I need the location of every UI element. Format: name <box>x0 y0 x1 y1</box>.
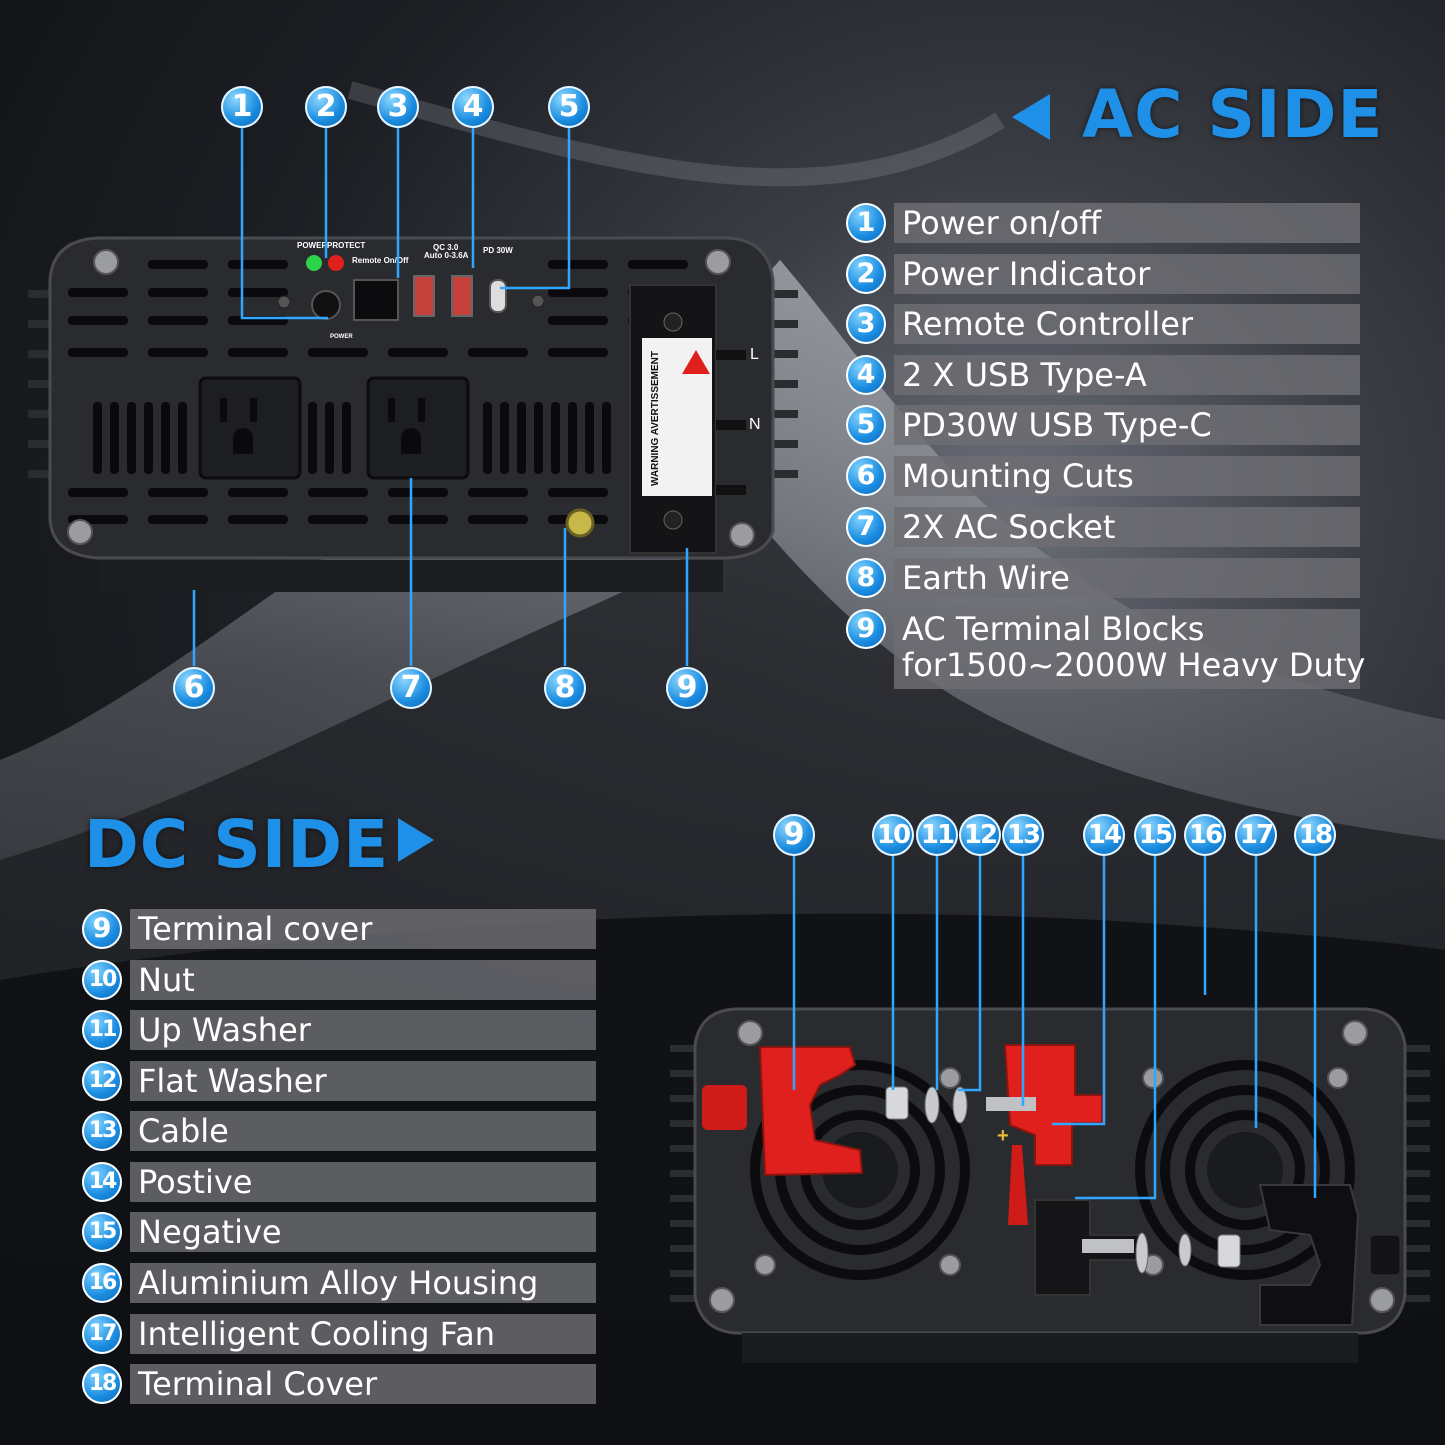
callout-9-ac: 9 <box>666 667 708 709</box>
item-label: PD30W USB Type-C <box>902 406 1212 444</box>
dc-side-inverter-panel <box>670 1007 1430 1363</box>
item-label: Flat Washer <box>138 1062 327 1100</box>
item-number: 15 <box>82 1212 122 1252</box>
item-number: 3 <box>846 304 886 344</box>
item-number: 14 <box>82 1162 122 1202</box>
item-label: 2X AC Socket <box>902 508 1116 546</box>
callout-6: 6 <box>173 667 215 709</box>
item-number: 18 <box>82 1364 122 1404</box>
item-label: Negative <box>138 1213 282 1251</box>
item-number: 4 <box>846 355 886 395</box>
panel-pd-label: PD 30W <box>483 246 513 255</box>
item-label: Aluminium Alloy Housing <box>138 1264 539 1302</box>
callout-17: 17 <box>1235 814 1277 856</box>
callout-3: 3 <box>377 86 419 128</box>
item-number: 9 <box>82 909 122 949</box>
panel-power-label: POWER <box>297 241 328 250</box>
item-label: 2 X USB Type-A <box>902 356 1147 394</box>
item-number: 6 <box>846 456 886 496</box>
item-number: 10 <box>82 960 122 1000</box>
triangle-left-icon <box>1012 94 1050 140</box>
panel-remote-label: Remote On/Off <box>352 256 409 265</box>
item-label: Up Washer <box>138 1011 311 1049</box>
callout-8: 8 <box>544 667 586 709</box>
item-number: 2 <box>846 254 886 294</box>
item-number: 7 <box>846 507 886 547</box>
item-label: Intelligent Cooling Fan <box>138 1315 496 1353</box>
panel-qc-label: QC 3.0 <box>433 243 459 252</box>
dc-side-title: DC SIDE <box>84 806 390 883</box>
item-label: Nut <box>138 961 195 999</box>
item-number: 1 <box>846 203 886 243</box>
item-label: Postive <box>138 1163 253 1201</box>
item-label: Power Indicator <box>902 255 1151 293</box>
callout-7: 7 <box>390 667 432 709</box>
item-number: 5 <box>846 405 886 445</box>
triangle-right-icon <box>398 818 434 862</box>
item-label: Cable <box>138 1112 229 1150</box>
callout-11: 11 <box>916 814 958 856</box>
positive-plus-sign: + <box>997 1125 1009 1147</box>
ac-side-inverter-panel <box>28 236 798 592</box>
terminal-n-label: N <box>749 416 761 433</box>
callout-13: 13 <box>1002 814 1044 856</box>
callout-10: 10 <box>872 814 914 856</box>
callout-12: 12 <box>959 814 1001 856</box>
callout-18: 18 <box>1294 814 1336 856</box>
item-label: Power on/off <box>902 204 1102 242</box>
callout-2: 2 <box>305 86 347 128</box>
item-label: Mounting Cuts <box>902 457 1134 495</box>
callout-14: 14 <box>1083 814 1125 856</box>
ac-side-title: AC SIDE <box>1082 76 1384 153</box>
item-label: Terminal Cover <box>138 1365 378 1403</box>
panel-protect-label: PROTECT <box>327 241 366 250</box>
callout-5: 5 <box>548 86 590 128</box>
item-number: 12 <box>82 1061 122 1101</box>
item-label: AC Terminal Blocks <box>902 610 1205 648</box>
item-number: 13 <box>82 1111 122 1151</box>
item-number: 16 <box>82 1263 122 1303</box>
callout-4: 4 <box>452 86 494 128</box>
item-number: 17 <box>82 1314 122 1354</box>
callout-16: 16 <box>1184 814 1226 856</box>
warning-label: WARNING AVERTISSEMENT <box>650 350 662 487</box>
item-number: 11 <box>82 1010 122 1050</box>
item-label-line2: for1500~2000W Heavy Duty <box>902 646 1366 684</box>
terminal-l-label: L <box>750 346 759 363</box>
callout-15: 15 <box>1134 814 1176 856</box>
callout-9-dc: 9 <box>773 814 815 856</box>
panel-qc-range-label: Auto 0-3.6A <box>424 251 469 260</box>
item-number: 9 <box>846 609 886 649</box>
panel-power-button-label: POWER <box>330 334 353 340</box>
item-label: Terminal cover <box>138 910 373 948</box>
item-label: Earth Wire <box>902 559 1070 597</box>
callout-1: 1 <box>221 86 263 128</box>
item-label: Remote Controller <box>902 305 1194 343</box>
item-number: 8 <box>846 558 886 598</box>
